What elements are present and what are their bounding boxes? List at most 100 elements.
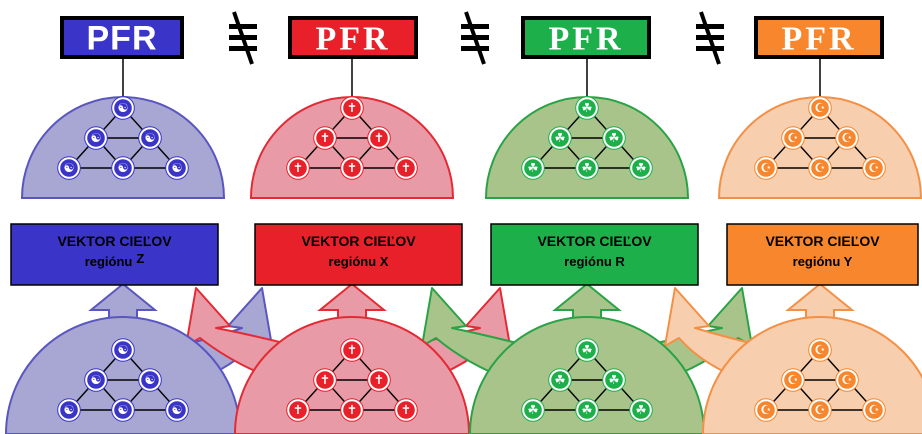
cross-icon: ✝ bbox=[374, 130, 384, 145]
shamrock-icon: ☘ bbox=[554, 130, 565, 145]
cross-icon: ✝ bbox=[347, 160, 357, 175]
crescent-icon: ☪ bbox=[814, 160, 825, 175]
network-node: ☘ bbox=[521, 398, 545, 422]
yin-yang-icon: ☯ bbox=[90, 372, 101, 387]
pfr-label-text: PFR bbox=[87, 20, 158, 58]
network-node: ☯ bbox=[84, 368, 108, 392]
box-title: VEKTOR CIEĽOV bbox=[765, 233, 880, 249]
top-r-node-network: ☘☘☘☘☘☘ bbox=[521, 96, 653, 180]
yin-yang-icon: ☯ bbox=[117, 402, 128, 417]
network-node: ☘ bbox=[602, 126, 626, 150]
yin-yang-icon: ☯ bbox=[144, 130, 155, 145]
shamrock-icon: ☘ bbox=[581, 402, 592, 417]
crescent-icon: ☪ bbox=[787, 372, 798, 387]
crescent-icon: ☪ bbox=[760, 402, 771, 417]
crescent-icon: ☪ bbox=[814, 402, 825, 417]
box-title: VEKTOR CIEĽOV bbox=[301, 233, 416, 249]
pfr-label-y: PFR bbox=[754, 16, 884, 99]
cross-icon: ✝ bbox=[401, 402, 411, 417]
network-node: ☪ bbox=[835, 368, 859, 392]
network-node: ☯ bbox=[111, 338, 135, 362]
yin-yang-icon: ☯ bbox=[117, 160, 128, 175]
network-node: ☪ bbox=[754, 398, 778, 422]
crescent-icon: ☪ bbox=[868, 160, 879, 175]
network-node: ☪ bbox=[862, 156, 886, 180]
network-node: ☘ bbox=[548, 126, 572, 150]
network-node: ☯ bbox=[165, 156, 189, 180]
crescent-icon: ☪ bbox=[787, 130, 798, 145]
shamrock-icon: ☘ bbox=[581, 342, 592, 357]
pfr-label-text: PFR bbox=[315, 21, 390, 58]
network-node: ☯ bbox=[165, 398, 189, 422]
network-node: ✝ bbox=[367, 368, 391, 392]
network-node: ✝ bbox=[313, 126, 337, 150]
target-vector-box-x: VEKTOR CIEĽOV regiónu X bbox=[254, 223, 463, 286]
cross-icon: ✝ bbox=[347, 100, 357, 115]
yin-yang-icon: ☯ bbox=[117, 100, 128, 115]
pfr-label-r: PFR bbox=[521, 16, 651, 99]
shamrock-icon: ☘ bbox=[527, 160, 538, 175]
network-node: ☘ bbox=[575, 156, 599, 180]
cross-icon: ✝ bbox=[293, 402, 303, 417]
network-node: ☪ bbox=[808, 156, 832, 180]
not-equal-crossed-icon bbox=[461, 11, 489, 65]
pfr-label-x: PFR bbox=[288, 16, 418, 99]
bottom-z-node-network: ☯☯☯☯☯☯ bbox=[57, 338, 189, 422]
crescent-icon: ☪ bbox=[868, 402, 879, 417]
yin-yang-icon: ☯ bbox=[117, 342, 128, 357]
pfr-label-text: PFR bbox=[781, 21, 856, 58]
network-node: ☪ bbox=[781, 126, 805, 150]
network-node: ☘ bbox=[575, 398, 599, 422]
crescent-icon: ☪ bbox=[841, 372, 852, 387]
network-node: ☘ bbox=[629, 156, 653, 180]
top-y-node-network: ☪ ☪ ☪ ☪ ☪ ☪ bbox=[754, 96, 886, 180]
target-vector-box-y: VEKTOR CIEĽOV regiónu Y bbox=[726, 223, 919, 286]
box-subtitle: regiónu X bbox=[329, 254, 389, 269]
network-node: ☯ bbox=[138, 126, 162, 150]
network-node: ☪ bbox=[808, 398, 832, 422]
network-node: ☯ bbox=[111, 156, 135, 180]
not-equal-crossed-icon bbox=[229, 11, 257, 65]
network-node: ☘ bbox=[548, 368, 572, 392]
network-node: ✝ bbox=[340, 156, 364, 180]
box-subtitle: regiónu Y bbox=[793, 254, 853, 269]
yin-yang-icon: ☯ bbox=[90, 130, 101, 145]
cross-icon: ✝ bbox=[293, 160, 303, 175]
network-node: ☯ bbox=[138, 368, 162, 392]
cross-icon: ✝ bbox=[347, 402, 357, 417]
shamrock-icon: ☘ bbox=[527, 402, 538, 417]
bottom-r-node-network: ☘ ☘ ☘ ☘ ☘ ☘ bbox=[521, 338, 653, 422]
bottom-y-node-network: ☪ ☪ ☪ ☪ ☪ ☪ bbox=[754, 338, 886, 422]
network-node: ✝ bbox=[313, 368, 337, 392]
network-node: ☯ bbox=[111, 398, 135, 422]
yin-yang-icon: ☯ bbox=[171, 402, 182, 417]
network-node: ☯ bbox=[57, 156, 81, 180]
network-node: ☘ bbox=[521, 156, 545, 180]
network-node: ✝ bbox=[340, 96, 364, 120]
network-node: ☘ bbox=[602, 368, 626, 392]
yin-yang-icon: ☯ bbox=[144, 372, 155, 387]
crescent-icon: ☪ bbox=[814, 100, 825, 115]
top-z-node-network: ☯ ☯ ☯ ☯ ☯ ☯ bbox=[57, 96, 189, 180]
network-node: ✝ bbox=[394, 156, 418, 180]
network-node: ✝ bbox=[367, 126, 391, 150]
crescent-icon: ☪ bbox=[760, 160, 771, 175]
box-subtitle: regiónu R bbox=[564, 254, 625, 269]
shamrock-icon: ☘ bbox=[608, 130, 619, 145]
network-node: ✝ bbox=[340, 398, 364, 422]
network-node: ☪ bbox=[781, 368, 805, 392]
network-node: ✝ bbox=[286, 156, 310, 180]
network-node: ☘ bbox=[629, 398, 653, 422]
network-node: ☯ bbox=[84, 126, 108, 150]
crescent-icon: ☪ bbox=[814, 342, 825, 357]
crescent-icon: ☪ bbox=[841, 130, 852, 145]
shamrock-icon: ☘ bbox=[635, 402, 646, 417]
box-title: VEKTOR CIEĽOV bbox=[57, 233, 172, 249]
bottom-x-node-network: ✝✝✝✝✝✝ bbox=[286, 338, 418, 422]
network-node: ☪ bbox=[862, 398, 886, 422]
network-node: ☘ bbox=[575, 338, 599, 362]
cross-icon: ✝ bbox=[320, 372, 330, 387]
